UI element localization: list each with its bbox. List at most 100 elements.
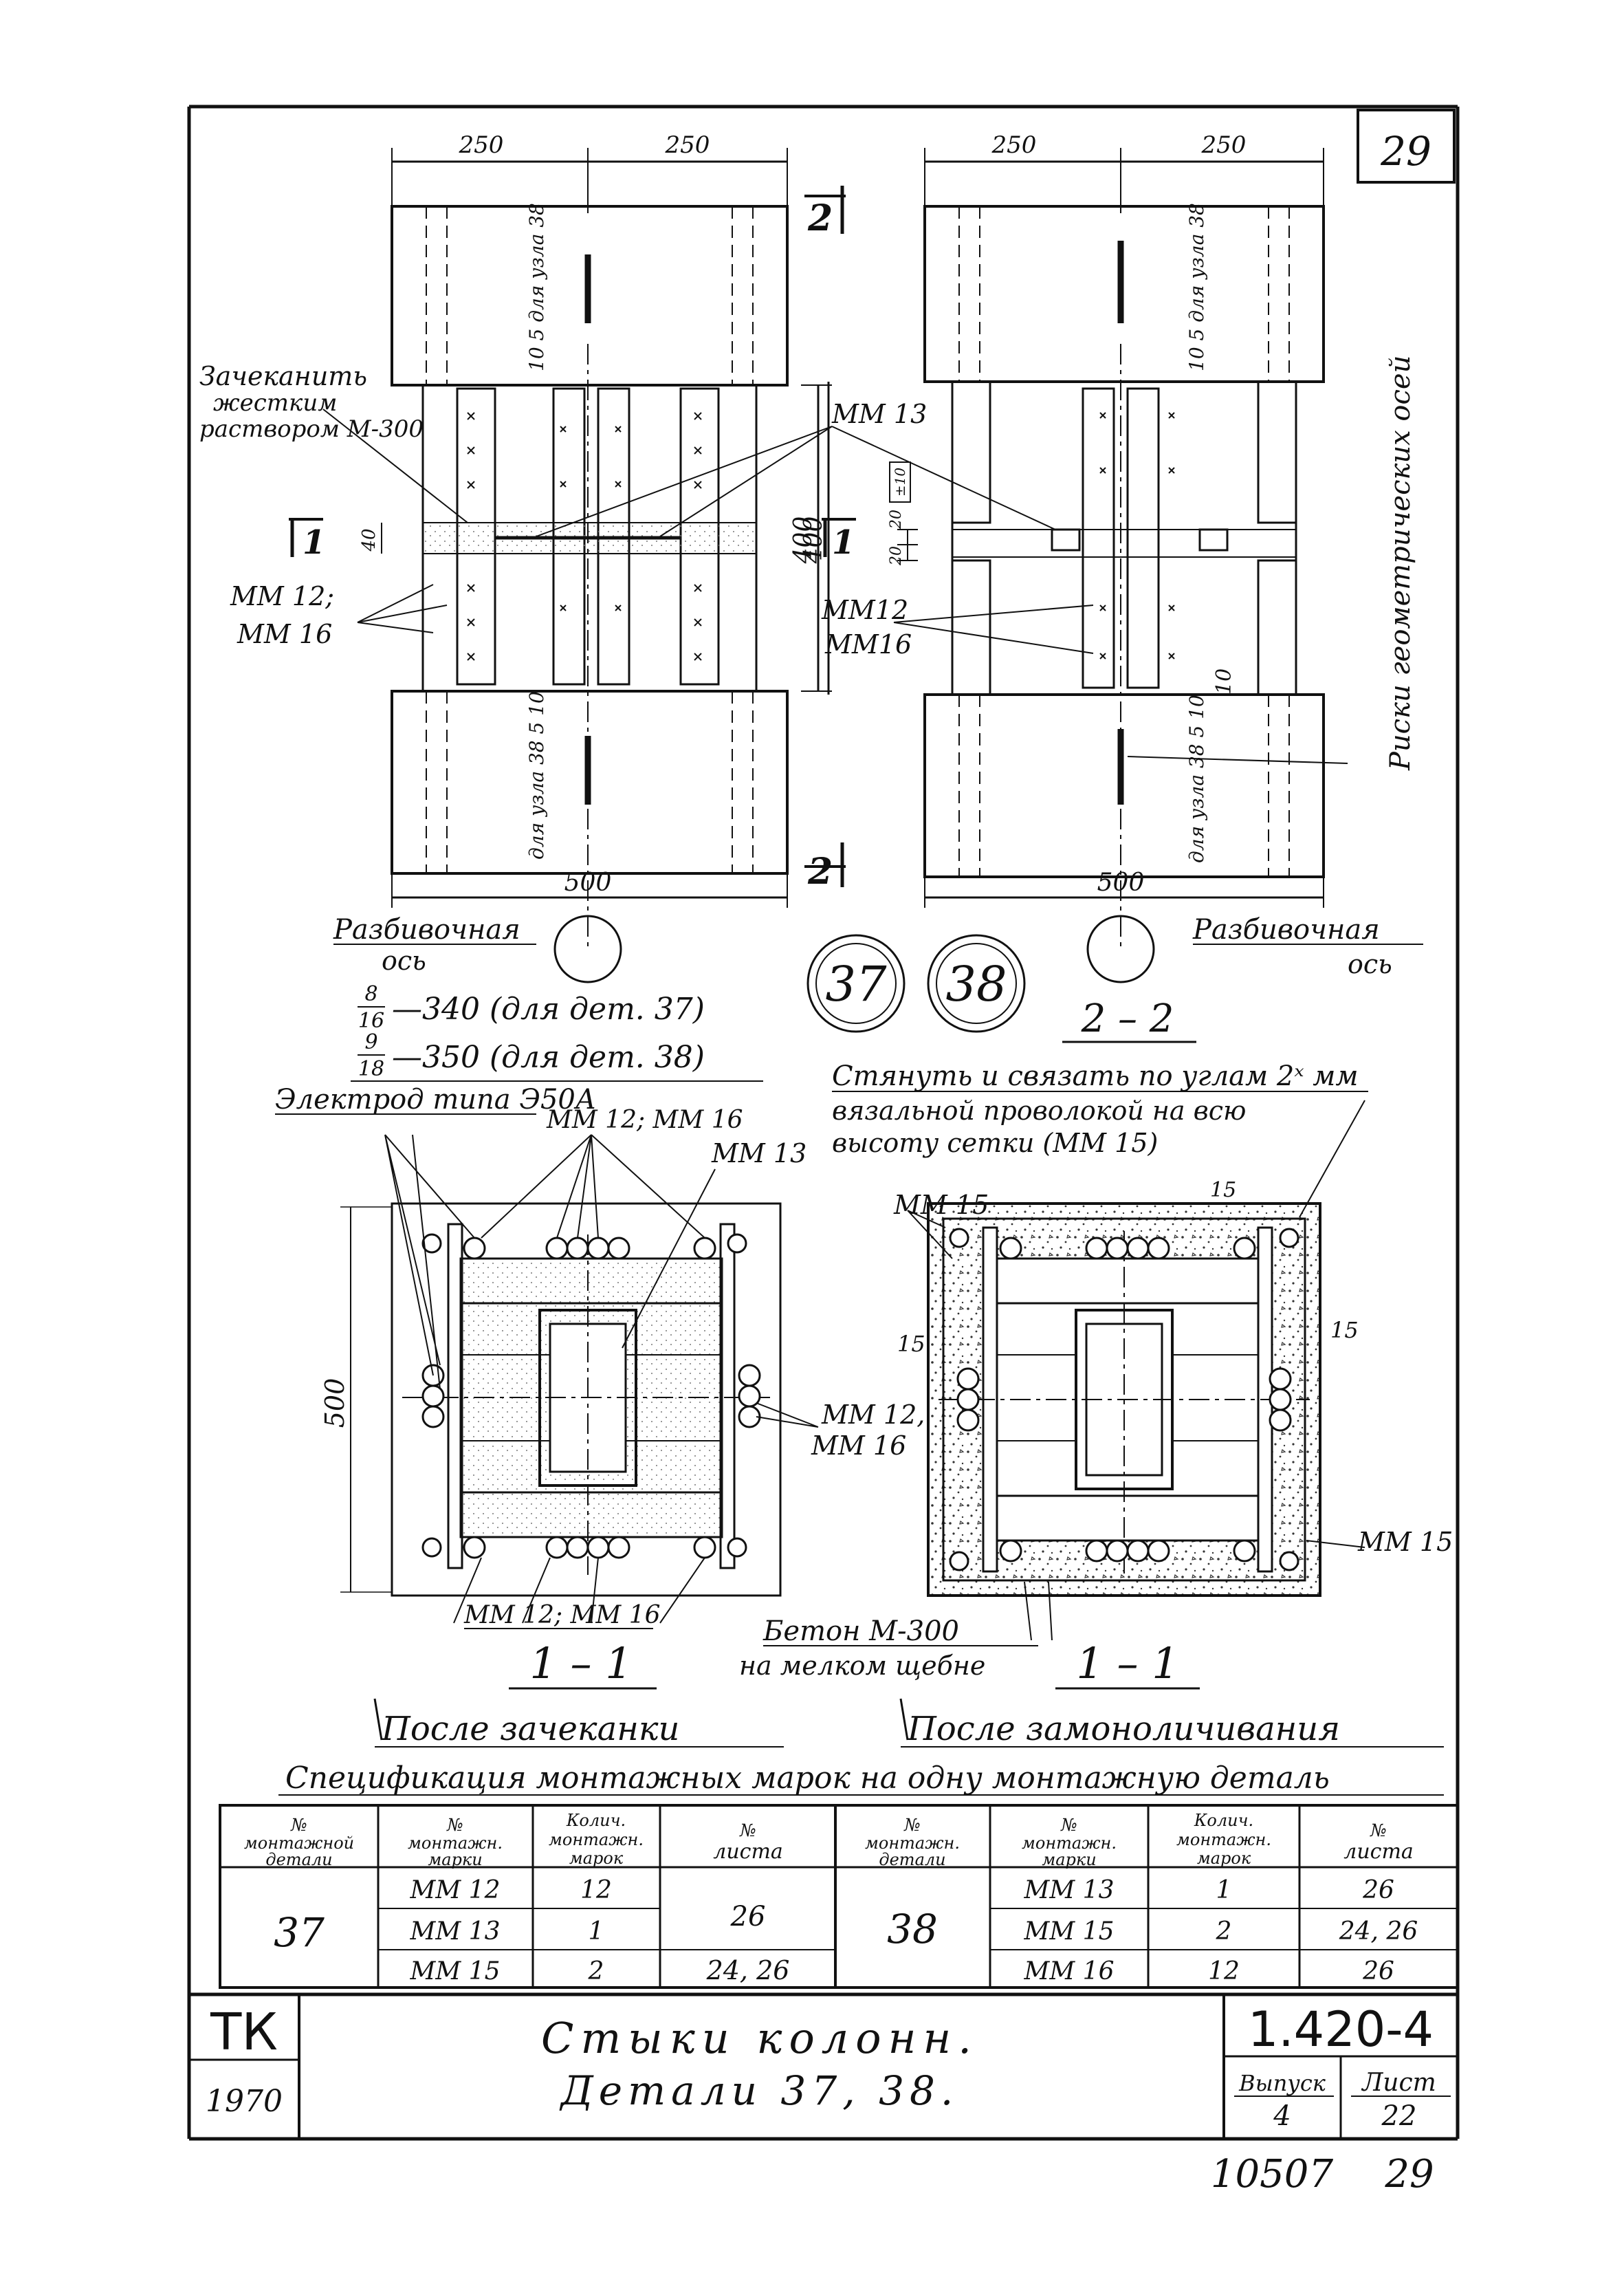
drawing-title-line1: Стыки колонн. [541, 2013, 978, 2063]
svg-text:500: 500 [320, 1378, 350, 1428]
svg-text:2: 2 [1216, 1917, 1232, 1946]
section-2-2-title: 2 – 2 [1081, 997, 1174, 1041]
note-node-bottom-right: для узла 38 5 10 [1185, 695, 1208, 863]
table-row: ММ 13 [410, 1917, 501, 1946]
svg-text:15: 15 [1210, 1178, 1236, 1202]
svg-text:№: № [1370, 1820, 1387, 1840]
svg-text:2: 2 [807, 851, 833, 893]
detail-37: 37 [825, 956, 887, 1012]
svg-text:высоту сетки (ММ 15): высоту сетки (ММ 15) [832, 1128, 1158, 1158]
svg-text:250: 250 [459, 131, 504, 159]
table-row: ММ 15 [410, 1957, 501, 1985]
caption-after-caulking: После зачеканки [381, 1710, 679, 1748]
svg-text:16: 16 [358, 1009, 384, 1033]
table-row: ММ 12 [410, 1876, 501, 1904]
svg-text:листа: листа [713, 1840, 783, 1864]
svg-text:12: 12 [580, 1876, 612, 1904]
label-mm16-right: ММ16 [824, 629, 912, 660]
label-mm13-section: ММ 13 [711, 1138, 806, 1168]
section-1-1-left-title: 1 – 1 [529, 1638, 632, 1688]
inventory-number: 10507 [1211, 2152, 1334, 2197]
svg-text:монтажн.: монтажн. [549, 1830, 644, 1849]
svg-text:400: 400 [800, 516, 828, 565]
svg-text:ММ 16: ММ 16 [811, 1430, 906, 1461]
svg-text:№: № [1060, 1815, 1077, 1835]
svg-text:монтажн.: монтажн. [865, 1833, 960, 1853]
sheet-frame [187, 105, 1460, 2141]
svg-text:15: 15 [897, 1331, 925, 1357]
label-mm15-top: ММ 15 [893, 1190, 989, 1220]
svg-text:марки: марки [1042, 1850, 1096, 1869]
svg-text:400: 400 [789, 516, 818, 565]
svg-text:ось: ось [382, 946, 426, 976]
svg-text:листа: листа [1343, 1840, 1414, 1864]
spec-table: Спецификация монтажных марок на одну мон… [219, 1761, 1459, 1989]
svg-text:на мелком щебне: на мелком щебне [739, 1651, 985, 1681]
svg-text:Лист: Лист [1361, 2069, 1436, 2097]
svg-text:Колич.: Колич. [566, 1811, 626, 1830]
series-number: 1.420-4 [1248, 2001, 1434, 2058]
svg-text:монтажн.: монтажн. [408, 1833, 503, 1853]
sheet-number: 22 [1381, 2100, 1417, 2132]
title-block: ТК 1970 Стыки колонн. Детали 37, 38. 1.4… [189, 1992, 1458, 2139]
corner-sheet-box: 29 [1357, 109, 1456, 184]
tie-note: Стянуть и связать по углам 2ˣ мм вязальн… [832, 1060, 1368, 1158]
svg-text:детали: детали [879, 1850, 945, 1869]
note-geometric-axes: Риски геометрических осей [1385, 356, 1416, 771]
spec-detail-38: 38 [887, 1906, 938, 1952]
tolerance-box: ±10 [889, 461, 911, 503]
svg-text:15: 15 [1330, 1317, 1359, 1343]
axis-labels: Разбивочная ось Разбивочная ось [333, 914, 1423, 979]
issue-number: 4 [1273, 2100, 1291, 2132]
detail-38: 38 [945, 956, 1007, 1012]
svg-text:марок: марок [1197, 1849, 1251, 1868]
svg-text:—340 (для дет. 37): —340 (для дет. 37) [392, 992, 705, 1027]
table-row: ММ 13 [1024, 1876, 1115, 1904]
spec-header-row: № монтажной детали № монтажн. марки Коли… [244, 1811, 1414, 1869]
axis-label-right: Разбивочная [1192, 914, 1380, 946]
svg-text:250: 250 [665, 131, 710, 159]
elevation-right [822, 148, 1348, 983]
svg-text:24, 26: 24, 26 [706, 1955, 790, 1985]
section-left [340, 1134, 819, 1624]
label-mm15-bottom: ММ 15 [1357, 1527, 1453, 1557]
section-right-labels: ММ 15 15 15 15 ММ 15 Бетон М-300 на мелк… [739, 1178, 1453, 1748]
svg-text:500: 500 [564, 869, 612, 897]
svg-text:жестким: жестким [213, 389, 337, 417]
org-code: ТК [210, 2003, 278, 2062]
caption-after-monolithing: После замоноличивания [907, 1710, 1340, 1748]
elevation-right-labels: 250 250 500 400 20 20 ±10 10 5 для узла … [800, 131, 1416, 897]
spec-detail-37: 37 [274, 1909, 325, 1956]
svg-text:ММ 12; ММ 16: ММ 12; ММ 16 [463, 1601, 661, 1629]
section-right [907, 1100, 1365, 1641]
svg-text:—350 (для дет. 38): —350 (для дет. 38) [392, 1040, 705, 1075]
svg-text:26: 26 [1362, 1876, 1394, 1904]
svg-text:монтажной: монтажной [244, 1833, 354, 1853]
svg-text:№: № [903, 1815, 921, 1835]
svg-text:24, 26: 24, 26 [1339, 1917, 1418, 1946]
note-node-top-right: 10 5 для узла 38 [1185, 203, 1208, 371]
note-node-top-left: 10 5 для узла 38 [525, 203, 548, 371]
svg-text:±10: ±10 [892, 468, 908, 497]
svg-text:40: 40 [359, 528, 380, 552]
drawing-title-line2: Детали 37, 38. [559, 2067, 959, 2114]
elevation-left-labels: 250 250 500 400 40 10 5 для узла 38 для … [199, 131, 927, 897]
section-1-1-right-title: 1 – 1 [1076, 1638, 1178, 1688]
svg-text:детали: детали [265, 1850, 332, 1869]
svg-text:№: № [290, 1815, 307, 1835]
svg-text:20: 20 [888, 510, 905, 530]
svg-text:Электрод типа Э50А: Электрод типа Э50А [275, 1084, 596, 1115]
svg-text:раствором М-300: раствором М-300 [199, 415, 424, 443]
footer: 10507 29 [1211, 2152, 1434, 2197]
label-mm13-top: ММ 13 [831, 399, 927, 429]
svg-text:250: 250 [991, 131, 1037, 159]
corner-sheet-number: 29 [1380, 128, 1431, 175]
svg-text:20: 20 [888, 546, 905, 566]
elevation-left [289, 148, 846, 983]
svg-text:ММ 12,: ММ 12, [821, 1400, 925, 1430]
svg-text:монтажн.: монтажн. [1022, 1833, 1117, 1853]
svg-text:№: № [446, 1815, 463, 1835]
svg-text:Выпуск: Выпуск [1238, 2070, 1326, 2096]
note-concrete: Бетон М-300 [762, 1615, 959, 1647]
